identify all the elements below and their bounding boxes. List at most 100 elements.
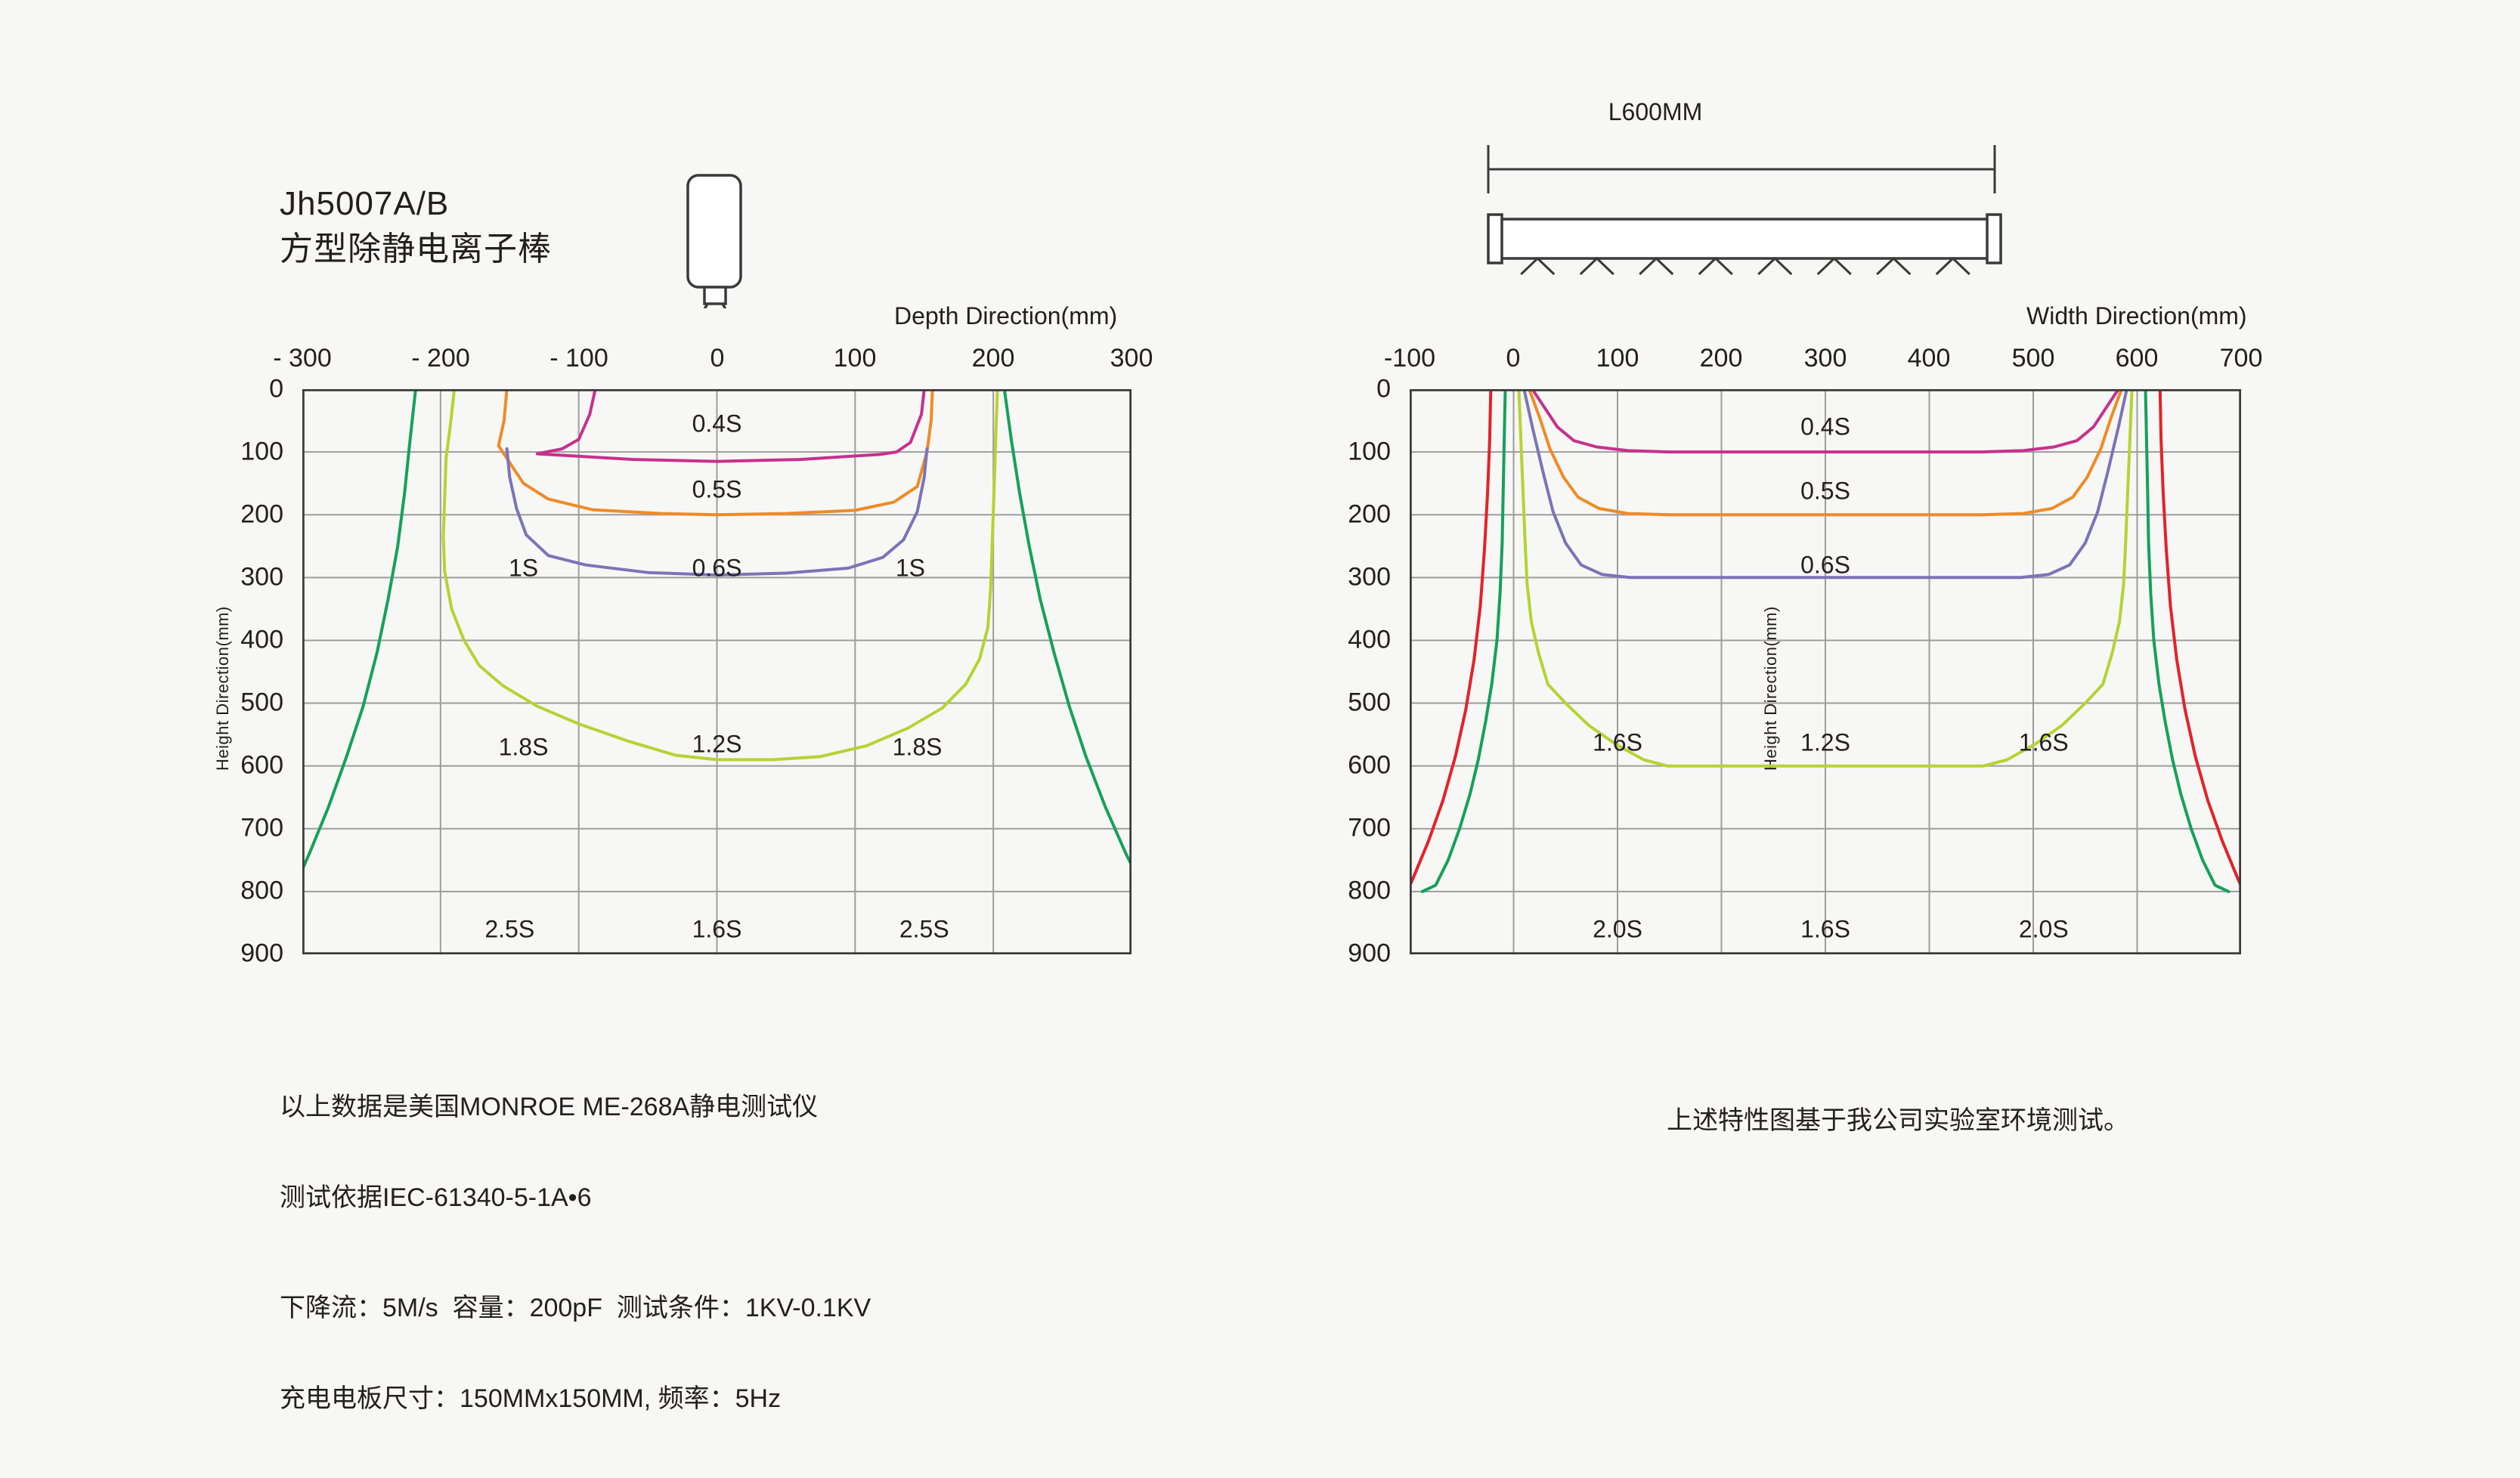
right-xtick-2: 100 <box>1596 344 1639 373</box>
emitter-point-icon <box>1876 256 1912 276</box>
curve-label-1-6S: 1.6S <box>1800 915 1850 943</box>
curve-label-1-6S: 1.6S <box>1593 728 1642 756</box>
right-ytick-3: 300 <box>1348 562 1391 592</box>
curve-label-0-4S: 0.4S <box>1800 413 1850 441</box>
grid-lines <box>1410 389 2241 954</box>
ionizer-bar-drawing <box>1478 128 2022 280</box>
right-xtick-8: 700 <box>2219 344 2263 373</box>
left-ytick-3: 300 <box>240 562 283 592</box>
caption-line-1: 以上数据是美国MONROE ME-268A静电测试仪 <box>280 1093 819 1121</box>
right-xtick-5: 400 <box>1907 344 1951 373</box>
emitter-point-icon <box>1757 256 1793 276</box>
emitter-point-icon <box>1816 256 1852 276</box>
left-xtick-0: - 300 <box>273 344 332 373</box>
contour-curve <box>1528 389 2123 517</box>
contour-curve <box>535 389 926 463</box>
contour-curve <box>1517 389 2134 768</box>
right-ytick-6: 600 <box>1348 750 1391 780</box>
ionizer-gun-icon <box>665 172 763 335</box>
right-ytick-4: 400 <box>1348 625 1391 654</box>
left-ytick-0: 0 <box>269 374 283 404</box>
curve-label-2-0S: 2.0S <box>2018 915 2069 943</box>
contour-curve <box>2144 389 2231 893</box>
plot-frame <box>302 389 1132 954</box>
curve-label-0-5S: 0.5S <box>1800 477 1850 505</box>
contour-series-layer <box>302 389 1132 874</box>
right-xtick-3: 200 <box>1699 344 1743 373</box>
curve-label-2-0S: 2.0S <box>1593 915 1642 943</box>
left-ytick-9: 900 <box>240 938 283 968</box>
left-chart-panel: Jh5007A/B 方型除静电离子棒 Depth Direction(mm) H… <box>0 0 1255 1412</box>
right-ytick-5: 500 <box>1348 688 1391 717</box>
left-ytick-8: 800 <box>240 876 283 905</box>
contour-series-layer <box>1410 389 2241 893</box>
curve-label-1-8S: 1.8S <box>498 733 549 761</box>
left-plot-area <box>302 389 1132 954</box>
contour-curve <box>441 389 999 762</box>
contour-curve <box>1002 389 1132 869</box>
curve-label-2-5S: 2.5S <box>484 915 535 943</box>
right-xtick-6: 500 <box>2011 344 2055 373</box>
curve-label-0-6S: 0.6S <box>1800 551 1850 579</box>
right-chart-panel: L600MM Width Direction(mm) Height Direct… <box>1255 0 2520 1313</box>
left-xtick-1: - 200 <box>411 344 470 373</box>
contour-curve <box>1410 389 1493 890</box>
curve-label-1S: 1S <box>895 554 926 582</box>
contour-curve <box>1522 389 2128 580</box>
product-name-cn: 方型除静电离子棒 <box>280 230 552 267</box>
curve-label-0-4S: 0.4S <box>692 410 742 438</box>
right-xtick-4: 300 <box>1803 344 1847 373</box>
right-ytick-7: 700 <box>1348 813 1391 843</box>
right-xtick-1: 0 <box>1506 344 1521 373</box>
right-ytick-9: 900 <box>1348 938 1391 968</box>
curve-label-2-5S: 2.5S <box>899 915 949 943</box>
right-ytick-0: 0 <box>1376 374 1391 404</box>
left-xtick-4: 100 <box>833 344 877 373</box>
left-xtick-5: 200 <box>971 344 1015 373</box>
right-caption: 上述特性图基于我公司实验室环境测试。 <box>1667 1106 2129 1135</box>
emitter-point-icon <box>1520 256 1556 276</box>
right-contour-plot <box>1410 389 2241 954</box>
contour-curve <box>1420 389 1507 893</box>
curve-label-1-6S: 1.6S <box>2018 728 2069 756</box>
left-caption: 以上数据是美国MONROE ME-268A静电测试仪 测试依据IEC-61340… <box>280 1043 871 1476</box>
contour-curve <box>302 389 417 874</box>
left-xtick-2: - 100 <box>550 344 608 373</box>
caption-line-2: 测试依据IEC-61340-5-1A•6 <box>280 1183 592 1212</box>
curve-label-1-6S: 1.6S <box>692 915 742 943</box>
left-ytick-4: 400 <box>240 625 283 654</box>
dimension-label: L600MM <box>1608 98 1703 125</box>
left-contour-plot <box>302 389 1132 954</box>
emitter-point-icon <box>1579 256 1614 276</box>
left-ytick-2: 200 <box>240 499 283 529</box>
right-plot-area <box>1410 389 2241 954</box>
right-x-axis-title: Width Direction(mm) <box>2026 302 2247 329</box>
left-xtick-6: 300 <box>1110 344 1153 373</box>
curve-label-1S: 1S <box>508 554 539 582</box>
curve-label-0-5S: 0.5S <box>692 475 742 503</box>
right-ytick-8: 800 <box>1348 876 1391 905</box>
right-ytick-1: 100 <box>1348 437 1391 466</box>
right-xtick-0: -100 <box>1383 344 1436 373</box>
left-xtick-3: 0 <box>710 344 725 373</box>
contour-curve <box>505 447 929 577</box>
product-model: Jh5007A/B <box>280 185 450 222</box>
left-ytick-1: 100 <box>240 437 283 466</box>
caption-line-4: 充电电板尺寸：150MMx150MM, 频率：5Hz <box>280 1384 782 1413</box>
curve-label-1-8S: 1.8S <box>892 733 943 761</box>
right-xtick-7: 600 <box>2115 344 2159 373</box>
curve-label-1-2S: 1.2S <box>1800 728 1850 756</box>
emitter-point-icon <box>1935 256 1970 276</box>
contour-curve <box>2158 389 2241 890</box>
emitter-point-icon <box>1698 256 1733 276</box>
curve-label-0-6S: 0.6S <box>692 554 742 582</box>
caption-line-3: 下降流：5M/s 容量：200pF 测试条件：1KV-0.1KV <box>280 1294 871 1322</box>
left-ytick-5: 500 <box>240 688 283 717</box>
left-ytick-6: 600 <box>240 750 283 780</box>
plot-frame <box>1410 389 2241 954</box>
emitter-point-icon <box>1639 256 1674 276</box>
curve-label-1-2S: 1.2S <box>692 730 742 758</box>
right-ytick-2: 200 <box>1348 499 1391 529</box>
left-x-axis-title: Depth Direction(mm) <box>894 302 1118 329</box>
grid-lines <box>302 389 1132 954</box>
